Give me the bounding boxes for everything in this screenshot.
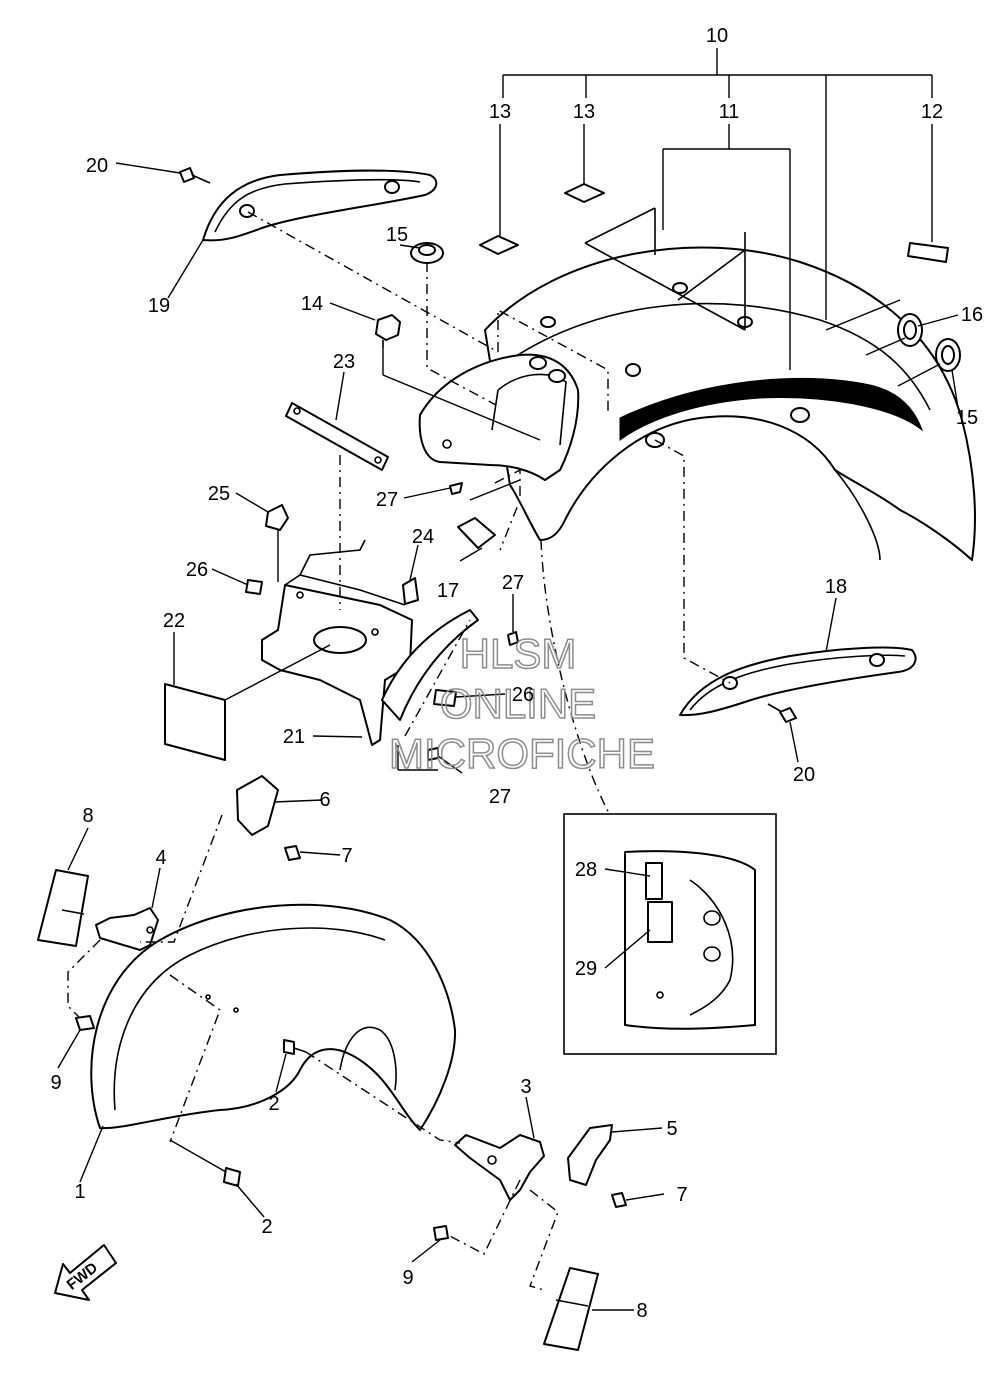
clip-6 [236, 775, 279, 836]
callout-13-a: 13 [489, 101, 511, 123]
inset-detail [563, 813, 777, 1055]
callout-22: 22 [163, 610, 185, 632]
leader-lines [57, 48, 959, 1311]
decal-diamonds [479, 183, 949, 331]
callout-26-left: 26 [186, 559, 208, 581]
callout-27-c: 27 [489, 786, 511, 808]
bolt-20-bottom [767, 703, 797, 723]
clip-26-left [245, 579, 263, 595]
callout-7-lower: 7 [676, 1184, 687, 1206]
nut-7-upper [284, 845, 301, 861]
watermark-line1: HLSM [460, 630, 577, 677]
clip-24 [402, 577, 419, 605]
clip-5 [567, 1124, 613, 1186]
bolt-20-top [179, 167, 211, 184]
strip-23 [285, 402, 389, 471]
callout-16: 16 [961, 304, 983, 326]
callout-4: 4 [155, 847, 166, 869]
callout-27-a: 27 [376, 489, 398, 511]
callout-5: 5 [666, 1118, 677, 1140]
callout-9-bottom: 9 [402, 1267, 413, 1289]
callout-labels: 10 13 13 11 12 20 15 19 14 16 23 15 25 2… [50, 25, 983, 1322]
license-plate-22 [164, 683, 226, 761]
callout-2-lower: 2 [261, 1216, 272, 1238]
grommet-15-top [410, 242, 444, 264]
callout-26-right: 26 [512, 684, 534, 706]
callout-2-upper: 2 [268, 1093, 279, 1115]
grommet-15-right [935, 338, 961, 372]
reflector-8-bottom [543, 1267, 599, 1351]
grommet-16 [897, 313, 923, 347]
callout-14: 14 [301, 293, 323, 315]
callout-17: 17 [437, 580, 459, 602]
callout-20-top: 20 [86, 155, 108, 177]
bolt-2-lower [223, 1167, 241, 1187]
rear-fender [484, 246, 976, 561]
alignment-lines [67, 211, 731, 1291]
callout-8-bottom: 8 [636, 1300, 647, 1322]
callout-20-bottom: 20 [793, 764, 815, 786]
callout-18: 18 [825, 576, 847, 598]
clip-25 [265, 504, 289, 531]
callout-9-left: 9 [50, 1072, 61, 1094]
side-cover-18 [679, 646, 917, 717]
watermark-line3: MICROFICHE [389, 730, 655, 777]
callout-15-top: 15 [386, 224, 408, 246]
callout-29: 29 [575, 958, 597, 980]
nut-9-left [75, 1015, 95, 1031]
callout-27-b: 27 [502, 572, 524, 594]
watermark-line2: ONLINE [440, 680, 596, 727]
callout-15-right: 15 [956, 407, 978, 429]
screw-27-a [449, 482, 463, 495]
nut-7-lower [611, 1192, 627, 1208]
front-fender [90, 903, 457, 1131]
callout-6: 6 [319, 789, 330, 811]
clip-26-right [433, 689, 457, 707]
connector-14 [375, 314, 401, 348]
callout-19: 19 [148, 295, 170, 317]
reflector-8-left [37, 869, 89, 947]
pad-17 [457, 517, 496, 549]
callout-12: 12 [921, 101, 943, 123]
callout-11: 11 [719, 101, 740, 123]
callout-1: 1 [74, 1181, 85, 1203]
callout-10: 10 [706, 25, 728, 47]
rear-fender-bracket [418, 353, 580, 481]
callout-8-left: 8 [82, 805, 93, 827]
callout-25: 25 [208, 483, 230, 505]
callout-28: 28 [575, 859, 597, 881]
bolt-2-upper [283, 1039, 307, 1055]
callout-21: 21 [283, 726, 305, 748]
screw-27-c [427, 747, 439, 761]
nut-9-bottom [433, 1225, 449, 1241]
screw-27-b [507, 631, 519, 646]
callout-23: 23 [333, 351, 355, 373]
callout-3: 3 [520, 1076, 531, 1098]
callout-13-b: 13 [573, 101, 595, 123]
callout-7-upper: 7 [341, 845, 352, 867]
callout-24: 24 [412, 526, 434, 548]
fwd-arrow: FWD [54, 1244, 117, 1301]
watermark: HLSM ONLINE MICROFICHE [388, 629, 656, 778]
stay-3 [454, 1134, 545, 1201]
bracket-4 [95, 907, 159, 951]
side-cover-19 [202, 169, 438, 242]
